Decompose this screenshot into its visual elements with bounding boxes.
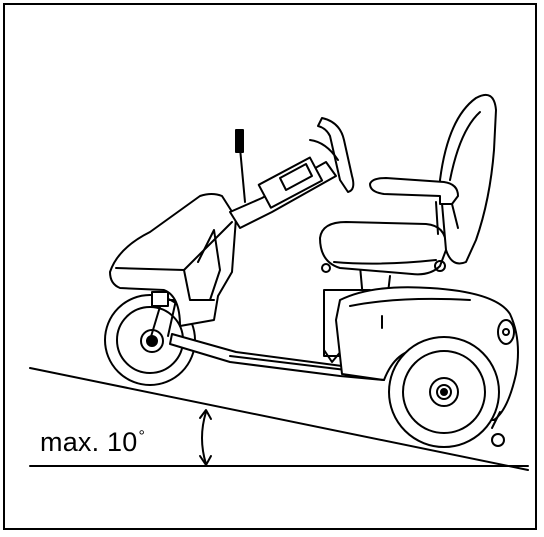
handlebar [317,117,355,193]
incline-slope-line [29,367,529,471]
angle-arrow-top [199,409,212,420]
seat-backrest [439,94,497,265]
seat-cushion [319,221,448,276]
max-angle-label: max. 10° [40,427,145,458]
anti-tip-wheel [491,433,505,447]
front-body [109,193,237,327]
armrest [369,177,459,205]
angle-arrow-bottom [199,455,212,466]
degree-symbol: ° [138,428,146,445]
angle-arc [201,411,207,465]
angle-label-text: max. 10 [40,427,138,457]
scooter-illustration [104,94,519,448]
